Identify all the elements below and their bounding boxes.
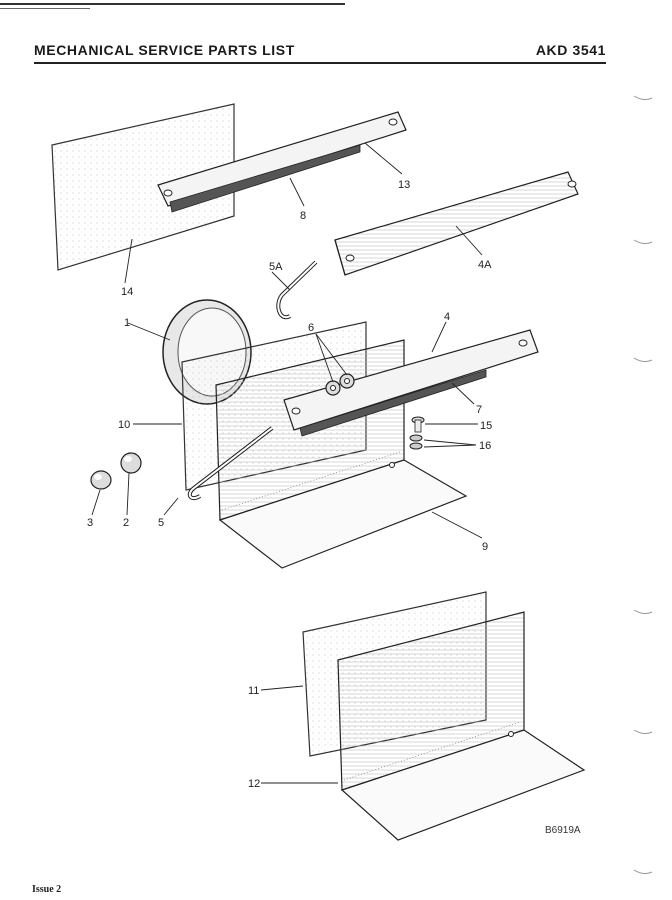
figure-reference: B6919A xyxy=(545,825,581,836)
callout-4a: 4A xyxy=(478,259,492,271)
part-4-7-lower-rail xyxy=(283,329,539,437)
part-6-nuts xyxy=(325,373,355,396)
callout-14: 14 xyxy=(121,286,133,298)
callout-11: 11 xyxy=(248,685,259,697)
page-title: MECHANICAL SERVICE PARTS LIST xyxy=(34,42,295,58)
part-15-screw xyxy=(411,416,425,433)
callout-7: 7 xyxy=(476,404,482,416)
callout-9: 9 xyxy=(482,541,488,553)
callout-4: 4 xyxy=(444,311,450,323)
part-5a-hook-rod xyxy=(276,260,318,320)
top-rule xyxy=(0,3,345,5)
callout-8: 8 xyxy=(300,210,306,222)
callout-2: 2 xyxy=(123,517,129,529)
part-4a-long-rail xyxy=(334,171,579,276)
callout-1: 1 xyxy=(124,317,130,329)
part-14-panel xyxy=(51,103,235,271)
top-rule-short xyxy=(0,8,90,9)
callout-5: 5 xyxy=(158,517,164,529)
callout-10: 10 xyxy=(118,419,130,431)
document-code: AKD 3541 xyxy=(535,42,606,58)
part-2-knob xyxy=(120,452,142,474)
callout-6: 6 xyxy=(308,322,314,334)
page-header: MECHANICAL SERVICE PARTS LIST AKD 3541 xyxy=(34,40,606,64)
leader-lines xyxy=(91,142,483,784)
callout-5a: 5A xyxy=(269,261,283,273)
callout-13: 13 xyxy=(398,179,410,191)
part-3-knob xyxy=(90,470,112,490)
callout-15: 15 xyxy=(480,420,492,432)
part-12-l-bracket xyxy=(337,611,586,841)
part-8-13-upper-rail xyxy=(157,111,407,213)
callout-3: 3 xyxy=(87,517,93,529)
part-16-washers xyxy=(409,434,423,450)
binding-marks xyxy=(633,95,653,875)
callout-16: 16 xyxy=(479,440,491,452)
callout-12: 12 xyxy=(248,778,260,790)
issue-label: Issue 2 xyxy=(32,884,62,895)
